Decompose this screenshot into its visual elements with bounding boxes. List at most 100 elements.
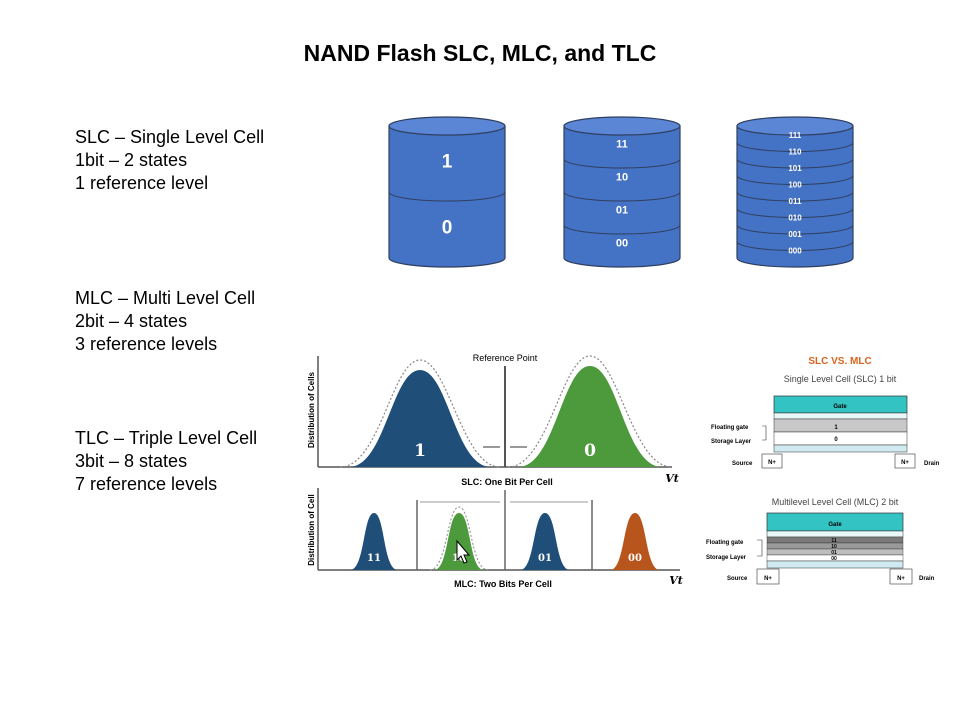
mlc-peak-10-outline	[429, 506, 489, 571]
mlc-peak-11	[350, 513, 398, 570]
slc-line-3: 1 reference level	[75, 173, 209, 193]
tlc-segment-divider	[736, 158, 854, 169]
mlc-drain-n: N+	[897, 576, 905, 582]
slc-level-1: 1	[834, 425, 838, 431]
tlc-state-label: 001	[788, 230, 802, 239]
mlc-floating-gate-label: Floating gate	[706, 540, 744, 546]
slc-vs-mlc-heading: SLC VS. MLC	[808, 356, 871, 367]
mlc-peak-10	[434, 513, 484, 570]
top-x-label: Vt	[665, 472, 679, 485]
slc-gate-label: Gate	[833, 404, 847, 410]
mlc-cell-subtitle: Multilevel Level Cell (MLC) 2 bit	[772, 497, 899, 507]
slc-storage-block	[773, 431, 908, 446]
mlc-state-label: 00	[616, 237, 628, 249]
tlc-state-label: 101	[788, 164, 802, 173]
slc-drain-n: N+	[901, 460, 909, 466]
mlc-drain-label: Drain	[919, 576, 935, 582]
tlc-segment-divider	[736, 175, 854, 185]
mlc-state-label: 10	[616, 171, 628, 183]
slc-source-label: Source	[732, 461, 753, 467]
tlc-line-3: 7 reference levels	[75, 474, 218, 494]
slc-source-terminal	[761, 453, 783, 469]
tlc-cylinder: 111 110 101 100 011 010 001 000	[736, 116, 854, 268]
mlc-description: MLC – Multi Level Cell 2bit – 4 states 3…	[75, 287, 255, 356]
mlc-channel	[766, 560, 904, 569]
mlc-line-2: 2bit – 4 states	[75, 311, 188, 331]
mlc-line-3: 3 reference levels	[75, 334, 218, 354]
bottom-y-label: Distribution of Cell	[307, 494, 316, 566]
bottom-x-label: Vt	[669, 574, 683, 587]
mlc-level-11: 11	[831, 538, 837, 544]
mlc-oxide-layer	[766, 530, 904, 538]
slc-peak-label-0: 0	[584, 441, 596, 461]
mlc-source-terminal	[756, 568, 780, 585]
tlc-state-label: 111	[789, 131, 802, 140]
slc-peak-0	[518, 366, 662, 467]
slc-line-2: 1bit – 2 states	[75, 150, 188, 170]
tlc-state-label: 011	[789, 197, 802, 206]
mlc-bracket	[757, 539, 763, 557]
mlc-state-label: 01	[616, 204, 628, 216]
mlc-segment-divider	[563, 191, 681, 202]
slc-drain-label: Drain	[924, 461, 940, 467]
tlc-state-label: 100	[788, 180, 802, 189]
mlc-gate-label: Gate	[828, 522, 842, 528]
tlc-cylinder-top	[736, 116, 854, 136]
mlc-cylinder-top	[563, 116, 681, 136]
mlc-peak-01	[520, 513, 570, 570]
tlc-state-label: 110	[789, 147, 802, 156]
slc-peak-1	[349, 370, 491, 467]
slc-floating-gate-label: Floating gate	[711, 425, 749, 431]
tlc-line-2: 3bit – 8 states	[75, 451, 188, 471]
slc-source-n: N+	[768, 460, 776, 466]
mlc-drain-terminal	[889, 568, 913, 585]
mlc-source-label: Source	[727, 576, 748, 582]
tlc-state-label: 000	[788, 246, 802, 255]
tlc-segment-divider	[736, 191, 854, 202]
tlc-segment-divider	[736, 142, 854, 152]
tlc-description: TLC – Triple Level Cell 3bit – 8 states …	[75, 427, 257, 496]
slc-channel	[773, 444, 908, 453]
mlc-source-n: N+	[764, 576, 772, 582]
tlc-cylinder-body	[736, 125, 854, 268]
mlc-cylinder-body	[563, 125, 681, 268]
slc-description: SLC – Single Level Cell 1bit – 2 states …	[75, 126, 264, 195]
mlc-caption: MLC: Two Bits Per Cell	[454, 579, 552, 589]
mlc-storage-layer-label: Storage Layer	[706, 555, 747, 561]
slc-floating-gate-block	[773, 418, 908, 433]
mlc-level-01: 01	[831, 550, 837, 556]
slc-peak-0-outline	[507, 355, 673, 468]
slc-segment-divider	[388, 191, 506, 202]
slc-cylinder-top	[388, 116, 506, 136]
top-y-label: Distribution of Cells	[307, 371, 316, 448]
slc-peak-1-outline	[339, 359, 501, 468]
slc-drain-terminal	[894, 453, 916, 469]
slide-title: NAND Flash SLC, MLC, and TLC	[303, 40, 657, 66]
slc-state-label: 0	[442, 218, 453, 239]
mlc-peak-label-11: 11	[367, 553, 381, 564]
tlc-segment-divider	[736, 241, 854, 251]
mlc-level-10: 10	[831, 544, 837, 550]
mouse-cursor-icon	[456, 539, 471, 564]
slc-caption: SLC: One Bit Per Cell	[461, 477, 553, 487]
mlc-peak-label-00: 00	[628, 553, 642, 564]
mlc-level-00: 00	[831, 556, 837, 562]
tlc-state-label: 010	[788, 213, 802, 222]
slc-line-1: SLC – Single Level Cell	[75, 127, 265, 147]
mlc-segment-divider	[563, 224, 681, 235]
tlc-segment-divider	[736, 224, 854, 235]
reference-point-label: Reference Point	[473, 353, 538, 363]
tlc-line-1: TLC – Triple Level Cell	[75, 428, 258, 448]
mlc-peak-00	[610, 513, 660, 570]
slc-cell-subtitle: Single Level Cell (SLC) 1 bit	[784, 374, 897, 384]
slc-storage-layer-label: Storage Layer	[711, 439, 752, 445]
slc-bracket	[762, 425, 767, 441]
slc-state-label: 1	[442, 152, 453, 173]
slc-peak-label-1: 1	[414, 441, 426, 461]
slc-level-0: 0	[834, 437, 838, 443]
mlc-line-1: MLC – Multi Level Cell	[75, 288, 256, 308]
